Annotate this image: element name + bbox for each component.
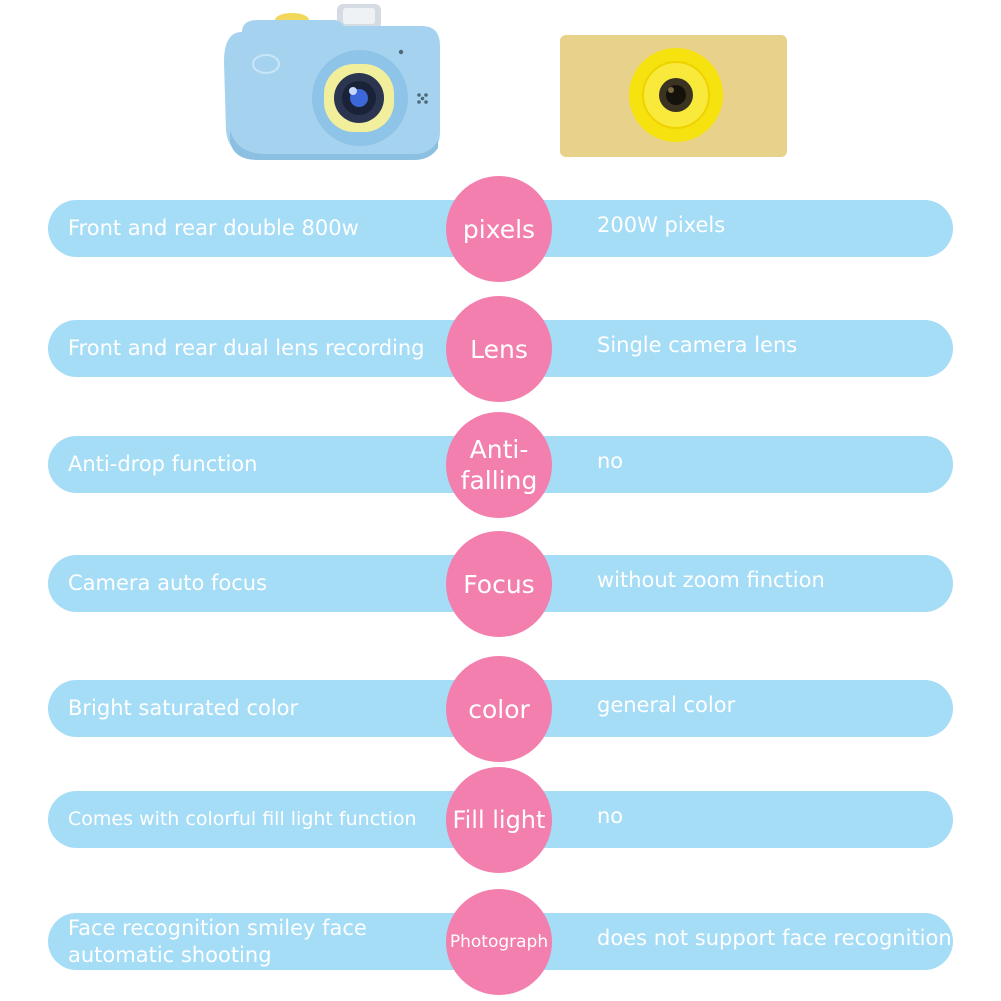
comparison-row-photograph: Face recognition smiley face automatic s…	[48, 889, 953, 995]
feature-badge-focus: Focus	[446, 531, 552, 637]
comparison-row-color: Bright saturated color general color col…	[48, 656, 953, 762]
right-feature-text: no	[597, 448, 624, 473]
left-feature-text: Face recognition smiley face automatic s…	[68, 915, 367, 967]
feature-badge-lens: Lens	[446, 296, 552, 402]
comparison-row-lens: Front and rear dual lens recording Singl…	[48, 296, 953, 402]
right-feature-text: 200W pixels	[597, 212, 726, 237]
left-feature-text: Bright saturated color	[68, 696, 299, 720]
feature-badge-fill-light: Fill light	[446, 767, 552, 873]
feature-badge-pixels: pixels	[446, 176, 552, 282]
feature-badge-photograph: Photograph	[446, 889, 552, 995]
comparison-row-anti-falling: Anti-drop function no Anti-falling	[48, 412, 953, 518]
left-feature-text: Front and rear double 800w	[68, 216, 359, 240]
feature-badge-anti-falling: Anti-falling	[446, 412, 552, 518]
right-feature-text: Single camera lens	[597, 332, 798, 357]
feature-badge-color: color	[446, 656, 552, 762]
comparison-row-focus: Camera auto focus without zoom finction …	[48, 531, 953, 637]
yellow-camera-icon	[560, 35, 787, 157]
right-feature-text: no	[597, 803, 624, 828]
right-feature-text: does not support face recognition	[597, 925, 952, 950]
right-feature-text: without zoom finction	[597, 567, 825, 592]
blue-kids-camera-icon	[222, 2, 446, 162]
left-feature-text: Front and rear dual lens recording	[68, 336, 425, 360]
left-feature-text: Anti-drop function	[68, 452, 258, 476]
comparison-row-pixels: Front and rear double 800w 200W pixels p…	[48, 176, 953, 282]
comparison-row-fill-light: Comes with colorful fill light function …	[48, 767, 953, 873]
left-feature-text: Camera auto focus	[68, 571, 268, 595]
right-feature-text: general color	[597, 692, 736, 717]
left-feature-text: Comes with colorful fill light function	[68, 808, 417, 830]
